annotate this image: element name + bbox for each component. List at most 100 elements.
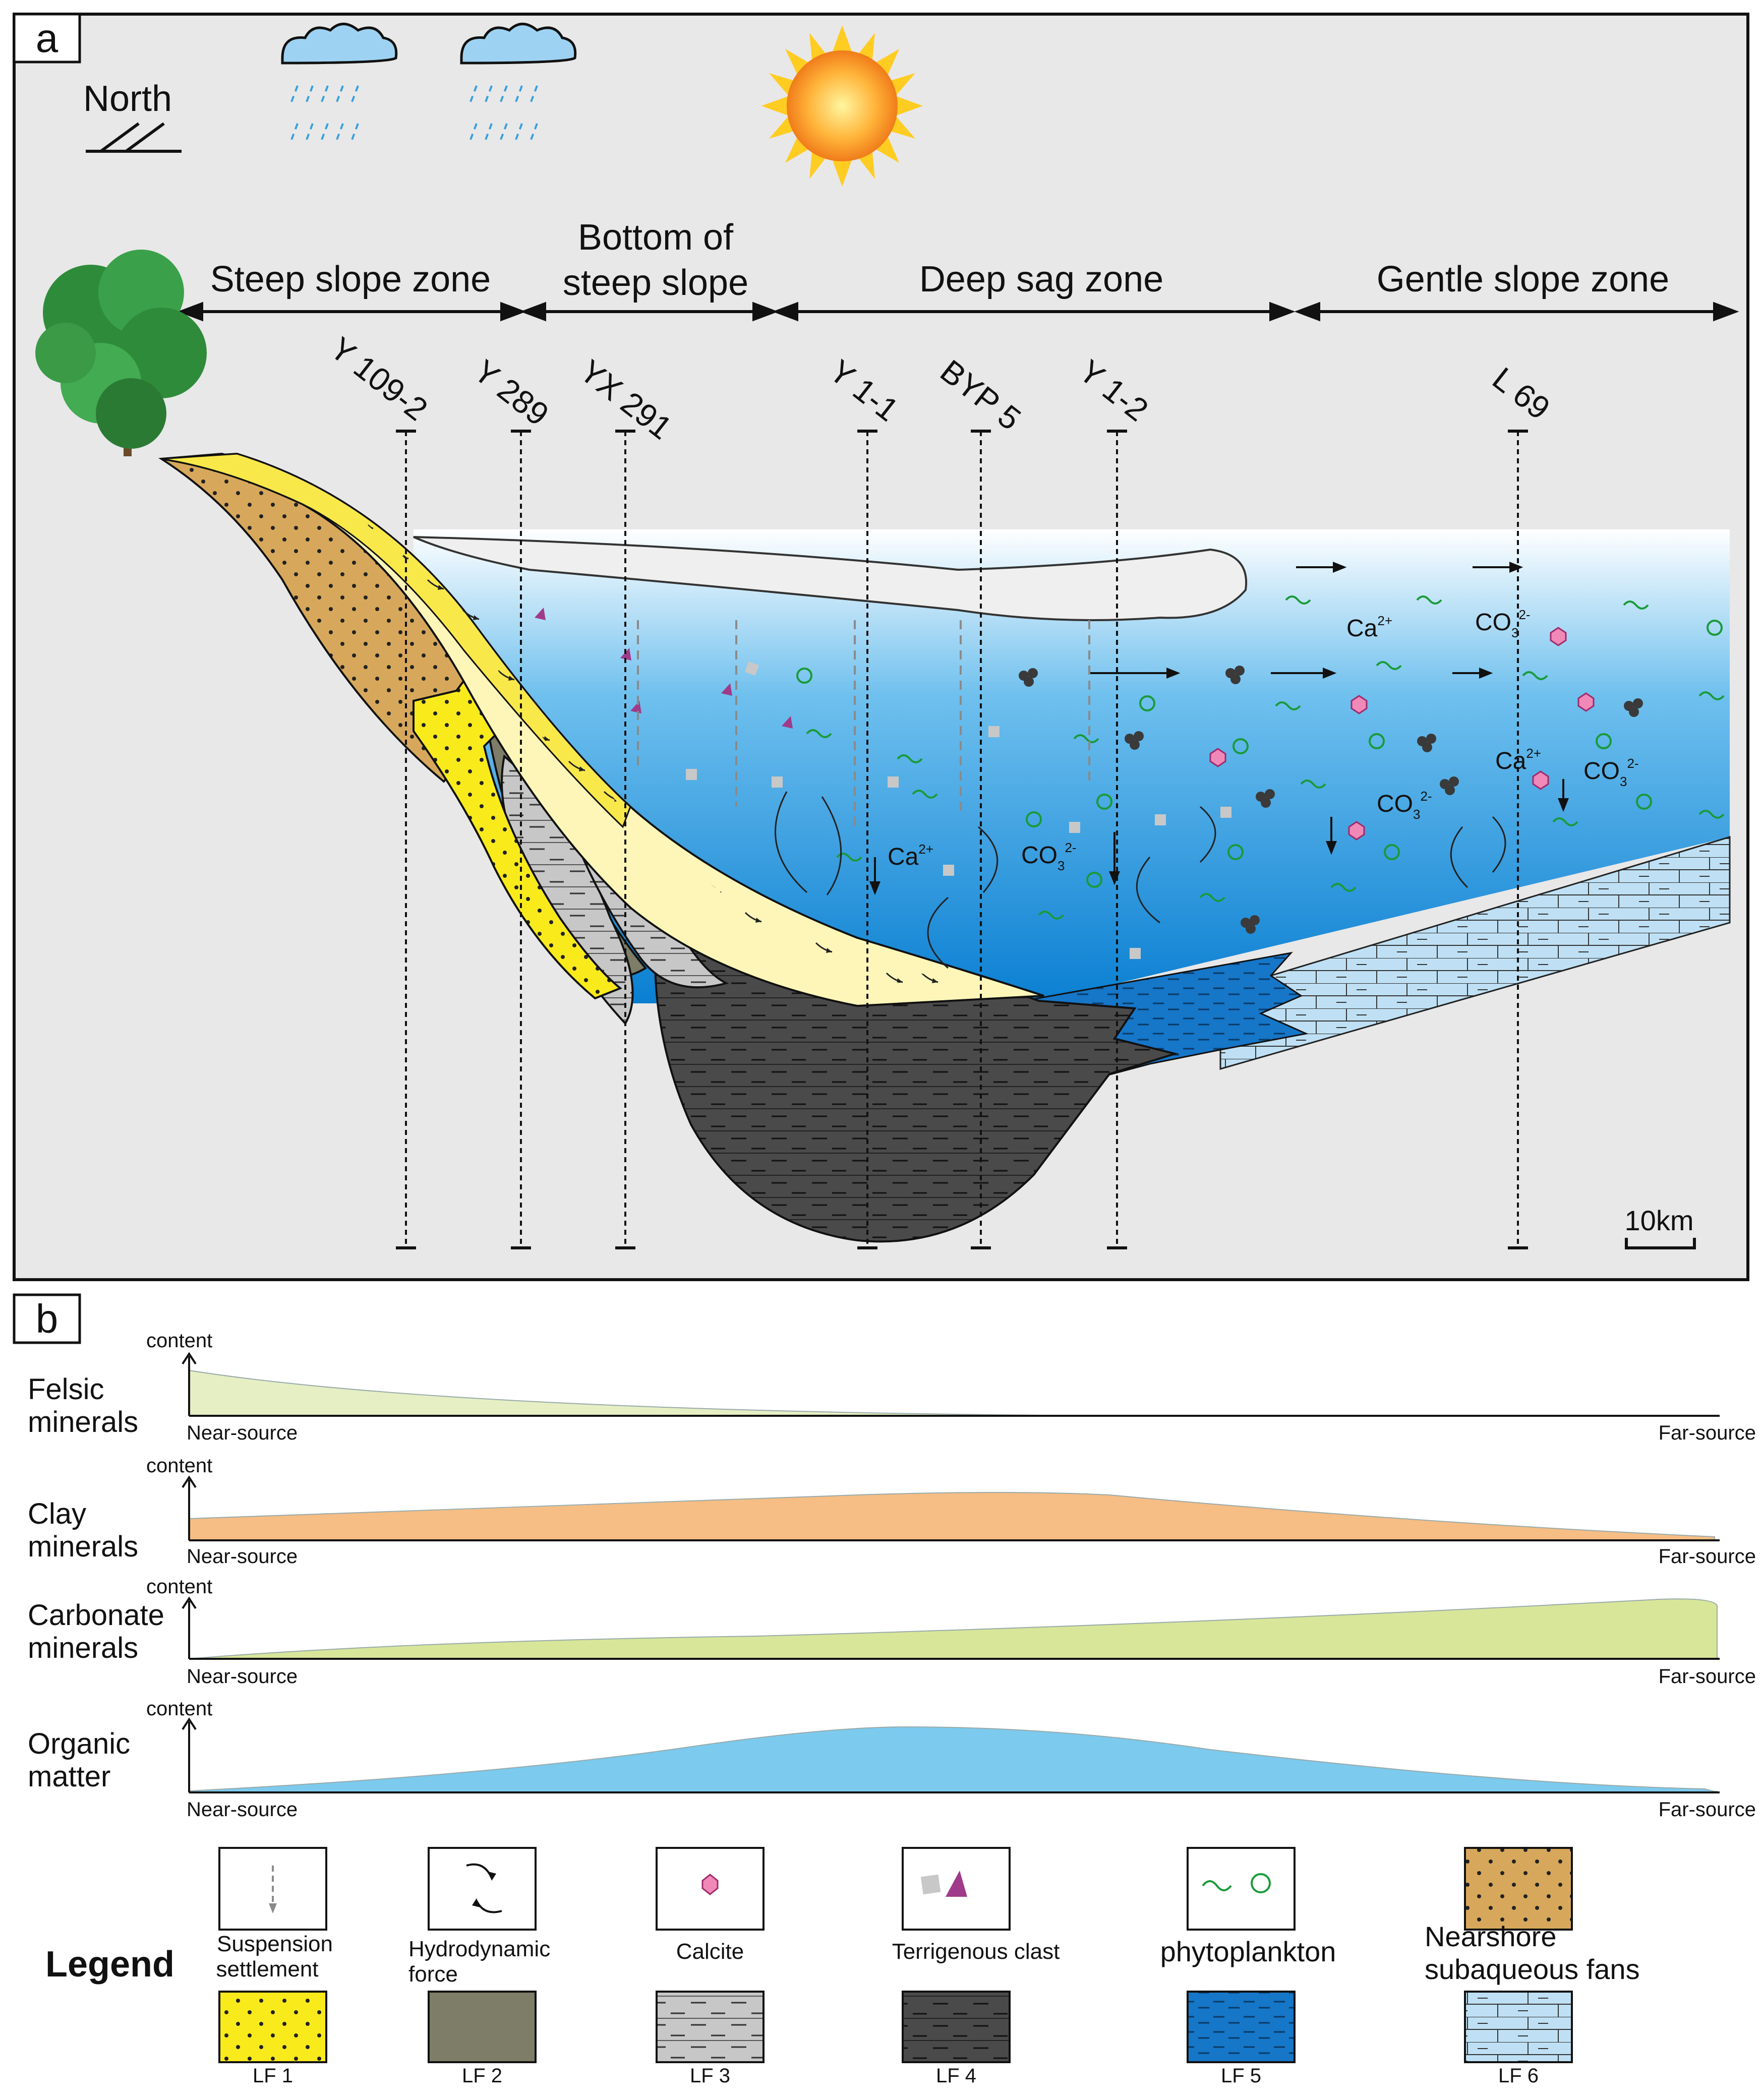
- legend-hydrodynamic: Hydrodynamic force: [408, 1847, 550, 1987]
- trend-felsic-near: Near-source: [187, 1422, 298, 1444]
- legend-calcite-label: Calcite: [676, 1939, 744, 1964]
- trend-carbonate-axis-label: content: [146, 1576, 212, 1598]
- legend-lf3: LF 3: [656, 1991, 765, 2087]
- panel-b-label: b: [36, 1296, 58, 1341]
- legend-terrigenous: Terrigenous clast: [892, 1847, 1060, 1964]
- legend-suspension: Suspension settlement: [216, 1847, 333, 1982]
- well-y1-2: [1107, 430, 1127, 1249]
- legend-hydrodynamic-label1: Hydrodynamic: [408, 1937, 550, 1961]
- svg-text:Ca2+: Ca2+: [1495, 746, 1541, 774]
- zone-bottom-line1: Bottom of: [578, 217, 734, 258]
- well-y1-1: [857, 430, 877, 1249]
- trend-felsic-area: [189, 1369, 1717, 1416]
- legend-lf4-label: LF 4: [936, 2065, 976, 2087]
- sun-icon: [761, 25, 923, 187]
- terrigenous-clasts: [535, 608, 1231, 959]
- flow-arrows: [348, 498, 950, 996]
- legend-suspension-label2: settlement: [216, 1957, 319, 1982]
- trend-organic-name1: Organic: [28, 1727, 130, 1760]
- trend-felsic-name2: minerals: [28, 1406, 138, 1438]
- trend-organic-area: [189, 1726, 1718, 1793]
- panel-a-label-box: [13, 13, 81, 64]
- trend-organic-near: Near-source: [187, 1798, 298, 1821]
- svg-text:Ca2+: Ca2+: [1346, 613, 1392, 642]
- scale-bar: [1625, 1238, 1696, 1249]
- trend-organic-axis-label: content: [146, 1698, 212, 1720]
- trend-carbonate-name2: minerals: [28, 1632, 138, 1664]
- trend-clay-name1: Clay: [28, 1497, 86, 1530]
- trend-carbonate-name1: Carbonate: [28, 1599, 164, 1632]
- suspension-settlement-arrows: [637, 620, 1090, 827]
- legend-calcite: Calcite: [656, 1847, 765, 1964]
- trend-clay-axis-label: content: [146, 1455, 212, 1477]
- strike-dip-icon: [86, 122, 182, 153]
- trend-carbonate-far: Far-source: [1659, 1665, 1756, 1688]
- legend-lf6: LF 6: [1464, 1991, 1573, 2087]
- current-arrows: [869, 562, 1569, 895]
- ground: [20, 456, 656, 1276]
- well-y289: [511, 430, 531, 1249]
- trend-clay-far: Far-source: [1659, 1545, 1756, 1568]
- legend-nearshore-label1: Nearshore: [1425, 1921, 1556, 1952]
- svg-text:CO32-: CO32-: [1377, 789, 1432, 822]
- well-y109-2: [396, 430, 416, 1249]
- trend-organic-far: Far-source: [1659, 1798, 1756, 1821]
- legend-lf2: LF 2: [428, 1991, 537, 2087]
- legend-phytoplankton-label: phytoplankton: [1160, 1936, 1336, 1967]
- cloud-icon: [281, 23, 577, 65]
- legend-lf5-label: LF 5: [1221, 2065, 1261, 2087]
- organic-matter-particles: [1019, 666, 1643, 934]
- scale-label: 10km: [1625, 1205, 1694, 1236]
- well-byp5: [971, 430, 991, 1249]
- legend-terrigenous-label: Terrigenous clast: [892, 1939, 1060, 1964]
- ion-labels: Ca2+ CO32- Ca2+ CO32- CO32- Ca2+ CO32-: [888, 607, 1639, 873]
- legend-lf2-label: LF 2: [462, 2065, 502, 2087]
- rain-icon: [289, 85, 538, 144]
- legend-suspension-label1: Suspension: [217, 1932, 333, 1956]
- panel-a-label: a: [36, 16, 58, 61]
- suspended-plume: [413, 536, 1248, 621]
- compass-label: North: [83, 79, 172, 119]
- trend-organic-name2: matter: [28, 1760, 110, 1793]
- calcite-particles: [1209, 627, 1595, 841]
- wells: [396, 430, 1528, 1249]
- trend-organic: Organic matter content Near-source Far-s…: [28, 1698, 1756, 1821]
- legend-lf3-label: LF 3: [690, 2065, 730, 2087]
- lf4-dark-mudstone: [654, 921, 1179, 1243]
- trend-clay-area: [189, 1492, 1715, 1541]
- legend-hydrodynamic-label2: force: [408, 1962, 458, 1987]
- trend-carbonate: Carbonate minerals content Near-source F…: [28, 1576, 1756, 1688]
- trend-carbonate-near: Near-source: [187, 1665, 298, 1688]
- zone-arrows: [177, 302, 1739, 322]
- legend-lf1: LF 1: [218, 1991, 327, 2087]
- well-yx291: [615, 430, 635, 1249]
- trend-carbonate-area: [189, 1598, 1718, 1659]
- trend-felsic-far: Far-source: [1659, 1422, 1756, 1444]
- zone-labels: Steep slope zone Bottom of steep slope D…: [210, 217, 1669, 303]
- panel-b-label-box: [13, 1293, 81, 1344]
- hydrodynamic-eddies: [775, 791, 1506, 969]
- legend-nearshore-label2: subaqueous fans: [1425, 1953, 1640, 1985]
- lf1-yellow-sand: [413, 669, 622, 1000]
- legend-lf1-label: LF 1: [253, 2065, 293, 2087]
- legend-nearshore-fan: Nearshore subaqueous fans: [1425, 1847, 1640, 1985]
- legend-lf5: LF 5: [1187, 1991, 1296, 2087]
- svg-text:CO32-: CO32-: [1475, 607, 1531, 640]
- svg-text:CO32-: CO32-: [1021, 840, 1077, 873]
- zone-bottom-line2: steep slope: [563, 263, 748, 303]
- well-l69: [1508, 430, 1528, 1249]
- trend-clay-near: Near-source: [187, 1545, 298, 1568]
- legend-lf6-label: LF 6: [1498, 2065, 1539, 2087]
- zone-gentle-slope: Gentle slope zone: [1377, 259, 1669, 299]
- tree-icon: [35, 250, 207, 479]
- trend-clay: Clay minerals content Near-source Far-so…: [28, 1455, 1756, 1568]
- legend-title: Legend: [45, 1944, 174, 1985]
- svg-text:CO32-: CO32-: [1583, 756, 1639, 789]
- svg-text:Ca2+: Ca2+: [888, 842, 933, 870]
- trend-felsic-axis-label: content: [146, 1330, 212, 1352]
- trend-felsic: Felsic minerals content Near-source Far-…: [28, 1330, 1756, 1444]
- legend-lf4: LF 4: [902, 1991, 1011, 2087]
- zone-deep-sag: Deep sag zone: [919, 259, 1163, 299]
- zone-steep-slope: Steep slope zone: [210, 259, 491, 299]
